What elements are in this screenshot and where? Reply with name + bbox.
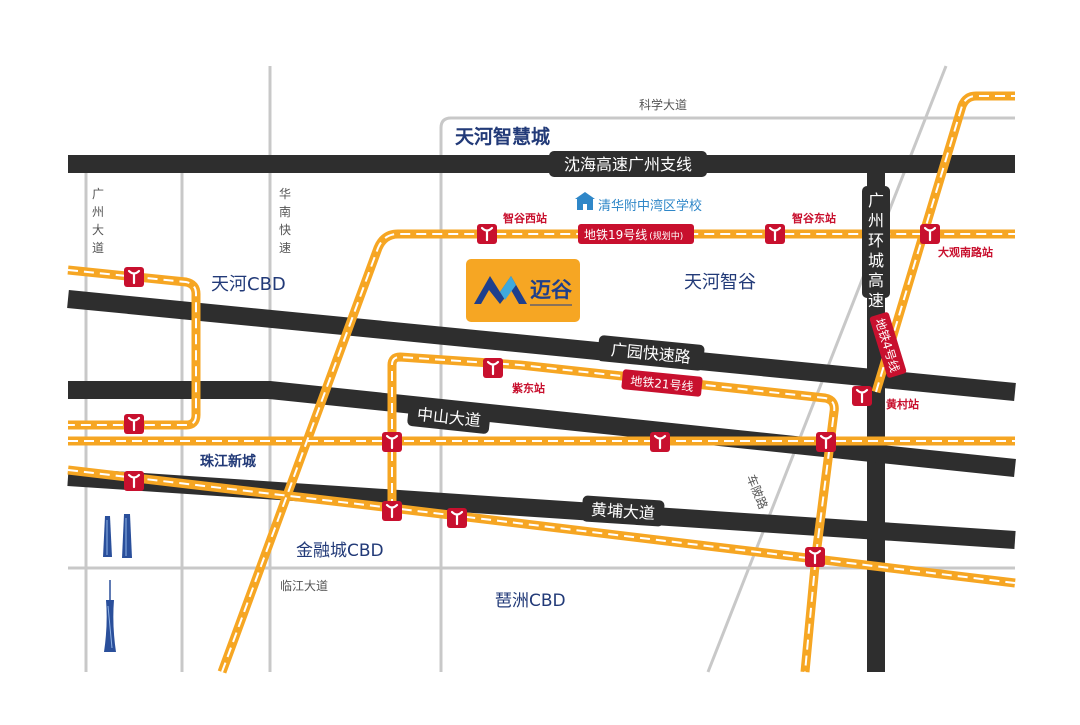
shenhai-label-bg	[549, 151, 707, 177]
shenhai-label: 沈海高速广州支线	[564, 155, 692, 174]
logo-text: 迈谷	[530, 278, 573, 302]
metro-station-markers	[124, 224, 940, 567]
skyscraper-icon	[103, 514, 132, 558]
school-landmark: 清华附中湾区学校	[575, 192, 702, 214]
maigu-logo: 迈谷	[466, 259, 580, 322]
huangpu-label: 黄埔大道	[590, 500, 655, 523]
station-zhigu-west: 智谷西站	[503, 211, 547, 225]
metro-station-marker-icon	[650, 432, 670, 452]
station-zidong: 紫东站	[512, 381, 545, 395]
m-mountain-logo-icon	[474, 276, 527, 304]
metro-station-marker-icon	[382, 501, 402, 521]
huanan-expressway-label: 华南快速	[279, 187, 291, 255]
line19-label-bg	[578, 224, 694, 244]
station-huangcun: 黄村站	[886, 397, 919, 411]
line19-label: 地铁19号线(规划中)	[584, 228, 683, 242]
metro-station-marker-icon	[483, 358, 503, 378]
guangzhou-avenue-label: 广州大道	[92, 187, 104, 255]
school-building-icon	[575, 192, 595, 210]
linjiang-avenue-label: 临江大道	[280, 579, 328, 593]
highway-labels: 沈海高速广州支线 广园快速路 中山大道 黄埔大道 广州环城高速	[407, 151, 890, 527]
metro-station-marker-icon	[124, 471, 144, 491]
district-labels: 天河智慧城 天河CBD 天河智谷 珠江新城 金融城CBD 琶洲CBD	[200, 125, 756, 611]
station-names: 智谷西站 智谷东站 大观南路站 紫东站 黄村站	[503, 211, 993, 411]
district-tianhe-smart-city: 天河智慧城	[455, 125, 550, 148]
guangyuan-expressway	[67, 290, 1016, 401]
guangyuan-label-bg	[597, 335, 705, 371]
kexue-avenue-road	[439, 116, 1015, 170]
district-zhujiang-newtown: 珠江新城	[200, 453, 256, 470]
huangpu-label-bg	[581, 495, 665, 527]
metro-station-marker-icon	[447, 508, 467, 528]
metro-station-marker-icon	[124, 267, 144, 287]
metro-station-marker-icon	[477, 224, 497, 244]
metro-station-marker-icon	[765, 224, 785, 244]
metro-station-marker-icon	[852, 386, 872, 406]
district-pazhou-cbd: 琶洲CBD	[495, 591, 566, 611]
station-zhigu-east: 智谷东站	[792, 211, 836, 225]
ring-label-bg	[862, 186, 890, 298]
metro-station-marker-icon	[816, 432, 836, 452]
line21-label: 地铁21号线	[630, 374, 694, 394]
metro-station-marker-icon	[382, 432, 402, 452]
logo-background	[466, 259, 580, 322]
line21-label-bg	[621, 369, 703, 397]
station-daguan-south: 大观南路站	[938, 245, 993, 259]
district-tianhe-cbd: 天河CBD	[211, 274, 286, 295]
metro-station-marker-icon	[805, 547, 825, 567]
kexue-avenue-label: 科学大道	[639, 97, 687, 112]
chepi-road-label: 车陂路	[744, 472, 771, 511]
canton-tower-icon	[104, 580, 116, 652]
district-jinrong-cbd: 金融城CBD	[296, 541, 384, 561]
school-name: 清华附中湾区学校	[598, 198, 702, 214]
ring-label: 广州环城高速	[868, 191, 884, 310]
district-tianhe-valley: 天河智谷	[684, 272, 756, 293]
line4-label-bg	[869, 312, 907, 378]
zhongshan-label-bg	[407, 400, 491, 434]
metro-station-marker-icon	[124, 414, 144, 434]
metro-station-marker-icon	[920, 224, 940, 244]
